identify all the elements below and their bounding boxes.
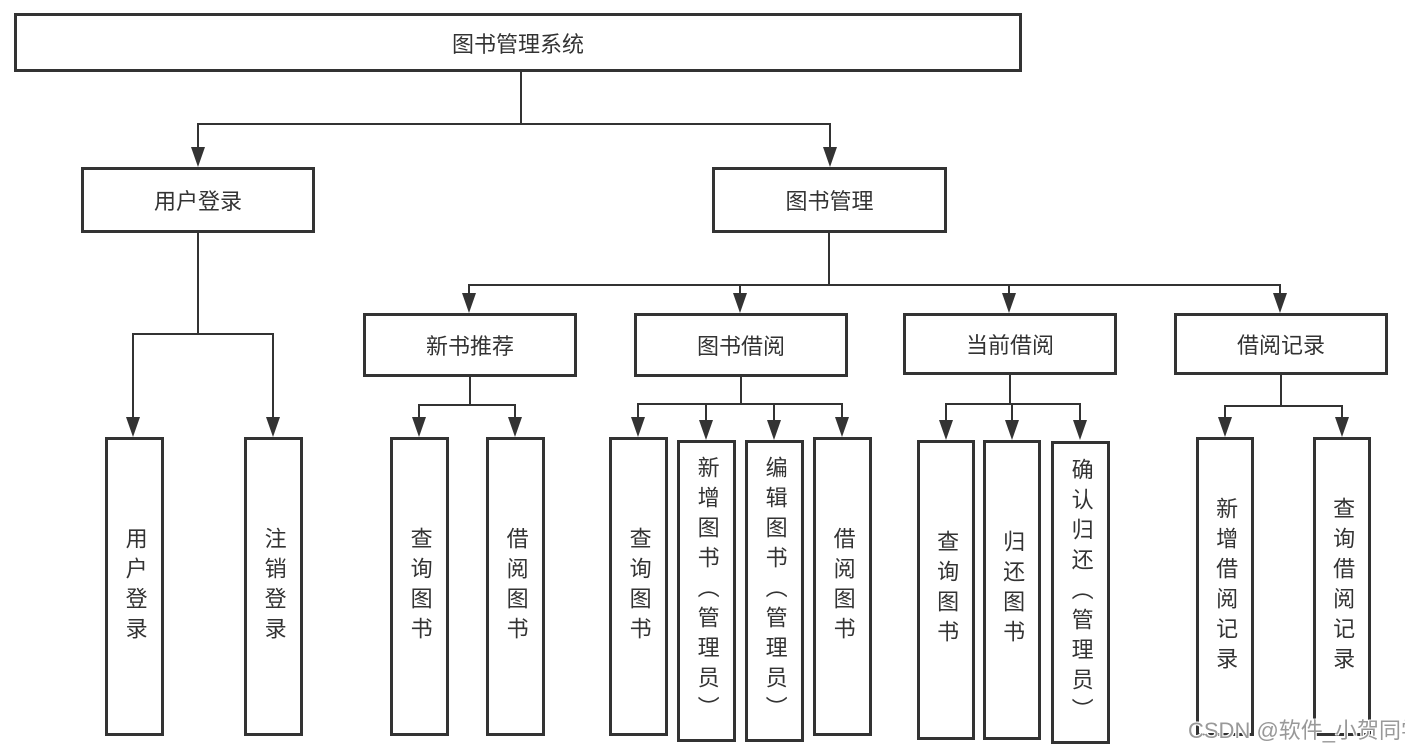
edge-newbook-shaft-2 bbox=[514, 404, 516, 419]
arrow-down-icon bbox=[823, 147, 837, 167]
node-new-book-recommend: 新书推荐 bbox=[363, 313, 577, 377]
arrow-down-icon bbox=[191, 147, 205, 167]
edge-current-shaft-1 bbox=[945, 403, 947, 422]
arrow-down-icon bbox=[508, 417, 522, 437]
leaf-query-borrow-record: 查询借阅记录 bbox=[1313, 437, 1371, 736]
node-new-book-recommend-label: 新书推荐 bbox=[425, 334, 514, 359]
node-root: 图书管理系统 bbox=[14, 13, 1022, 72]
leaf-borrow-books-borrow-label: 借阅图书 bbox=[830, 526, 856, 647]
edge-newbook-shaft-1 bbox=[418, 404, 420, 419]
edge-bookmgmt-shaft-4 bbox=[1279, 284, 1281, 295]
arrow-down-icon bbox=[939, 420, 953, 440]
arrow-down-icon bbox=[1273, 293, 1287, 313]
edge-bookmgmt-shaft-3 bbox=[1008, 284, 1010, 295]
edge-borrow-shaft-4 bbox=[841, 403, 843, 419]
edge-newbook-hline bbox=[418, 404, 516, 406]
leaf-query-books-recommend-label: 查询图书 bbox=[407, 526, 433, 647]
arrow-down-icon bbox=[1218, 417, 1232, 437]
arrow-down-icon bbox=[767, 420, 781, 440]
leaf-borrow-books-borrow: 借阅图书 bbox=[813, 437, 872, 736]
arrow-down-icon bbox=[412, 417, 426, 437]
edge-borrow-shaft-3 bbox=[773, 403, 775, 422]
leaf-edit-book-admin: 编辑图书（管理员） bbox=[745, 440, 804, 742]
leaf-add-borrow-record-label: 新增借阅记录 bbox=[1213, 496, 1239, 677]
leaf-query-books-current: 查询图书 bbox=[917, 440, 975, 740]
node-user-login: 用户登录 bbox=[81, 167, 315, 233]
leaf-logout-label: 注销登录 bbox=[261, 526, 287, 647]
arrow-down-icon bbox=[733, 293, 747, 313]
arrow-down-icon bbox=[1002, 293, 1016, 313]
leaf-edit-book-admin-label: 编辑图书（管理员） bbox=[762, 456, 788, 726]
edge-root-vline bbox=[520, 71, 522, 125]
edge-current-vline bbox=[1009, 374, 1011, 405]
leaf-query-books-recommend: 查询图书 bbox=[390, 437, 449, 736]
leaf-borrow-books-recommend-label: 借阅图书 bbox=[503, 526, 529, 647]
node-borrow-records-label: 借阅记录 bbox=[1236, 333, 1325, 358]
leaf-confirm-return-admin-label: 确认归还（管理员） bbox=[1068, 457, 1094, 728]
leaf-query-books-borrow-label: 查询图书 bbox=[626, 526, 652, 647]
edge-userlogin-vline bbox=[197, 232, 199, 335]
leaf-return-book: 归还图书 bbox=[983, 440, 1041, 740]
edge-records-shaft-2 bbox=[1341, 405, 1343, 419]
node-current-borrow-label: 当前借阅 bbox=[965, 333, 1054, 358]
arrow-down-icon bbox=[699, 420, 713, 440]
arrow-down-icon bbox=[1005, 420, 1019, 440]
edge-bookmgmt-shaft-2 bbox=[739, 284, 741, 295]
arrow-down-icon bbox=[1073, 420, 1087, 440]
leaf-add-borrow-record: 新增借阅记录 bbox=[1196, 437, 1254, 736]
node-borrow-records: 借阅记录 bbox=[1174, 313, 1388, 375]
edge-borrow-vline bbox=[740, 376, 742, 405]
edge-bookmgmt-vline bbox=[828, 232, 830, 286]
node-current-borrow: 当前借阅 bbox=[903, 313, 1117, 375]
arrow-down-icon bbox=[126, 417, 140, 437]
node-book-borrow-label: 图书借阅 bbox=[696, 334, 785, 359]
arrow-down-icon bbox=[462, 293, 476, 313]
node-book-borrow: 图书借阅 bbox=[634, 313, 848, 377]
edge-root-shaft-right bbox=[829, 123, 831, 149]
leaf-user-login-label: 用户登录 bbox=[122, 526, 148, 647]
edge-records-hline bbox=[1224, 405, 1343, 407]
node-book-management-label: 图书管理 bbox=[785, 189, 874, 214]
node-book-management: 图书管理 bbox=[712, 167, 947, 233]
leaf-add-book-admin: 新增图书（管理员） bbox=[677, 440, 736, 742]
edge-userlogin-shaft-left bbox=[132, 333, 134, 419]
edge-records-vline bbox=[1280, 374, 1282, 407]
edge-bookmgmt-shaft-1 bbox=[468, 284, 470, 295]
node-user-login-label: 用户登录 bbox=[153, 189, 242, 214]
leaf-query-borrow-record-label: 查询借阅记录 bbox=[1330, 496, 1356, 677]
edge-userlogin-hline bbox=[132, 333, 274, 335]
edge-borrow-shaft-1 bbox=[637, 403, 639, 419]
edge-current-hline bbox=[945, 403, 1081, 405]
edge-root-hline bbox=[197, 123, 831, 125]
edge-userlogin-shaft-right bbox=[272, 333, 274, 419]
leaf-return-book-label: 归还图书 bbox=[1000, 530, 1026, 650]
edge-root-shaft-left bbox=[197, 123, 199, 149]
edge-borrow-hline bbox=[637, 403, 843, 405]
edge-records-shaft-1 bbox=[1224, 405, 1226, 419]
leaf-query-books-current-label: 查询图书 bbox=[934, 530, 960, 650]
leaf-add-book-admin-label: 新增图书（管理员） bbox=[694, 456, 720, 726]
leaf-borrow-books-recommend: 借阅图书 bbox=[486, 437, 545, 736]
edge-bookmgmt-hline bbox=[468, 284, 1281, 286]
arrow-down-icon bbox=[631, 417, 645, 437]
edge-borrow-shaft-2 bbox=[705, 403, 707, 422]
node-root-label: 图书管理系统 bbox=[451, 31, 584, 57]
leaf-confirm-return-admin: 确认归还（管理员） bbox=[1051, 441, 1110, 744]
csdn-watermark: CSDN @软件_小贺同学 bbox=[1188, 718, 1405, 743]
leaf-user-login: 用户登录 bbox=[105, 437, 164, 736]
leaf-query-books-borrow: 查询图书 bbox=[609, 437, 668, 736]
arrow-down-icon bbox=[1335, 417, 1349, 437]
edge-current-shaft-2 bbox=[1011, 403, 1013, 422]
edge-current-shaft-3 bbox=[1079, 403, 1081, 422]
leaf-logout: 注销登录 bbox=[244, 437, 303, 736]
arrow-down-icon bbox=[266, 417, 280, 437]
edge-newbook-vline bbox=[469, 376, 471, 406]
arrow-down-icon bbox=[835, 417, 849, 437]
